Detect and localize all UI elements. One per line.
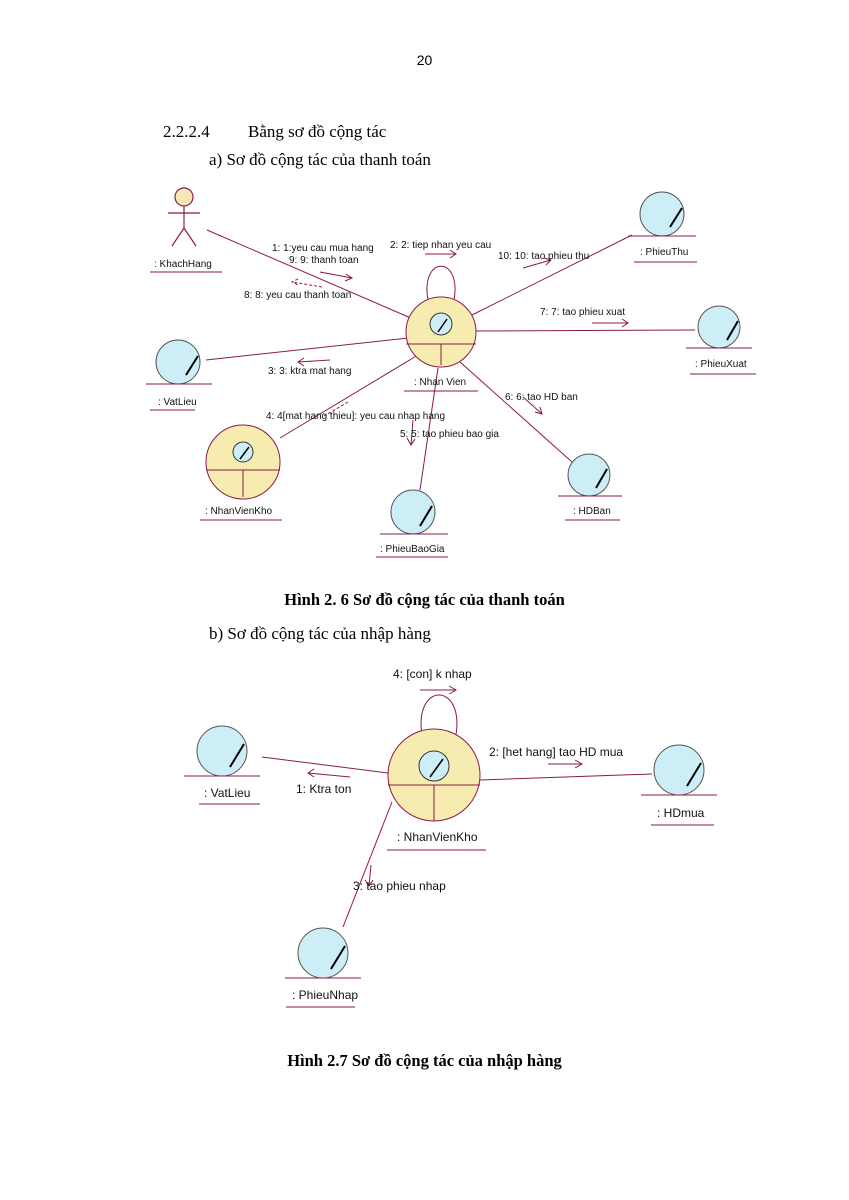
link-hdban [459,361,573,463]
message-1: 1: Ktra ton [296,782,351,796]
arrow-5 [406,419,416,446]
self-loop [420,694,458,741]
message-5: 5: 5: tao phieu bao gia [400,429,499,440]
self-loop [426,265,456,301]
diagram2-caption: Hình 2.7 Sơ đồ cộng tác của nhập hàng [287,1051,562,1070]
diagram1-heading: a) Sơ đồ cộng tác của thanh toán [209,150,431,169]
message-3: 3: tao phieu nhap [353,879,446,893]
message-1: 1: 1:yeu cau mua hang [272,243,374,254]
phieuxuat-object [686,305,752,349]
khachhang-label: : KhachHang [154,259,212,270]
page-number: 20 [416,52,433,68]
phieunhap-object [285,927,361,979]
arrow-3 [297,357,331,367]
arrow-6 [522,396,543,415]
link-khachhang [206,229,421,323]
khachhang-actor [168,187,200,247]
arrow-3 [364,864,374,887]
diagram2-heading: b) Sơ đồ cộng tác của nhập hàng [209,624,431,643]
hdban-label: : HDBan [573,506,611,517]
message-8: 8: 8: yeu cau thanh toan [244,290,351,301]
arrow-7 [592,318,629,328]
payment-collaboration-diagram: : KhachHang : Nhan Vien : VatLieu : Nhan… [146,187,756,558]
link-nhanvienkho [279,354,419,439]
link-vatlieu [205,337,409,361]
nhanvienkho-object [205,424,281,500]
section-title: Bằng sơ đồ cộng tác [248,122,387,141]
hdmua-object [641,744,717,796]
phieubaogia-label: : PhieuBaoGia [380,544,445,555]
message-4: 4: [con] k nhap [393,667,472,681]
phieuthu-object [628,191,696,237]
link-phieubaogia [419,367,439,491]
vatlieu-label: : VatLieu [204,786,250,800]
section-number: 2.2.2.4 [163,122,210,141]
arrow-2 [425,249,457,259]
link-vatlieu [261,756,389,774]
link-hdmua [479,773,653,781]
arrow-10 [522,257,552,269]
message-9: 9: 9: thanh toan [289,255,359,266]
message-10: 10: 10: tao phieu thu [498,251,589,262]
phieubaogia-object [380,489,448,535]
nhanvien-label: : Nhan Vien [414,377,466,388]
link-phieuxuat [473,329,696,332]
arrow-9 [290,278,323,288]
nhanvien-object [405,296,477,368]
nhanvienkho-label: : NhanVienKho [397,830,478,844]
hdban-object [558,453,622,497]
phieuthu-label: : PhieuThu [640,247,688,258]
message-6: 6: 6: tao HD ban [505,392,578,403]
link-phieuthu [469,234,633,317]
arrow-2 [548,759,584,769]
diagram1-caption: Hình 2. 6 Sơ đồ cộng tác của thanh toán [284,590,565,609]
nhanvienkho-object [387,728,481,822]
phieunhap-label: : PhieuNhap [292,988,358,1002]
arrow-1 [307,768,351,778]
nhanvienkho-label: : NhanVienKho [205,506,273,517]
message-4: 4: 4[mat hang thieu]: yeu cau nhap hang [266,411,445,422]
link-phieunhap [342,801,393,928]
message-7: 7: 7: tao phieu xuat [540,307,625,318]
arrow-4 [420,685,458,695]
arrow-1 [319,271,354,282]
vatlieu-label: : VatLieu [158,397,197,408]
vatlieu-object [146,339,212,385]
hdmua-label: : HDmua [657,806,705,820]
phieuxuat-label: : PhieuXuat [695,359,747,370]
section-heading: 2.2.2.4 Bằng sơ đồ cộng tác [163,122,386,142]
import-collaboration-diagram: : VatLieu : NhanVienKho : HDmua : PhieuN… [184,667,717,1008]
message-2: 2: 2: tiep nhan yeu cau [390,240,491,251]
message-2: 2: [het hang] tao HD mua [489,745,623,759]
vatlieu-object [184,725,260,777]
message-3: 3: 3: ktra mat hang [268,366,351,377]
